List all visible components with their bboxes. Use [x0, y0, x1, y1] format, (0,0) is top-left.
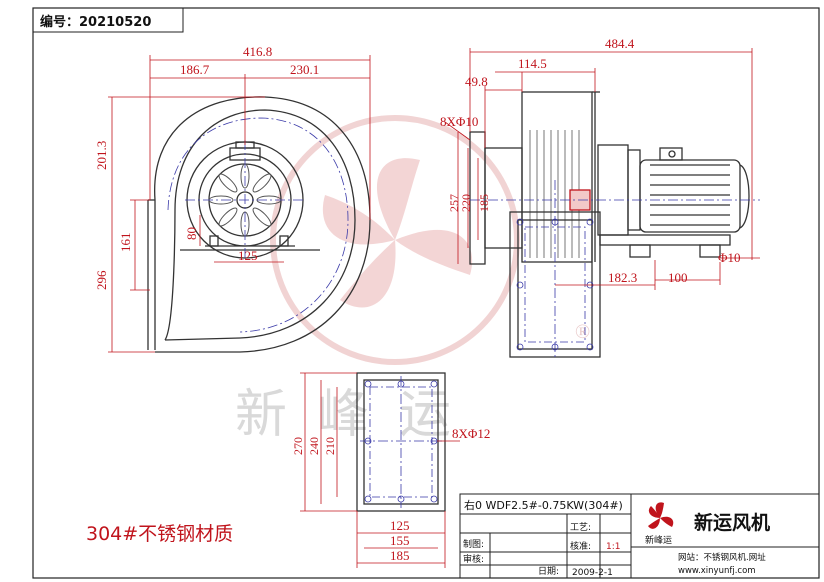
side-dimension-lines	[444, 48, 760, 290]
dim-side-257: 257	[447, 194, 461, 212]
dim-side-49: 49.8	[465, 74, 488, 89]
title-date: 2009-2-1	[572, 568, 613, 578]
dim-flange-155: 155	[390, 533, 410, 548]
dim-flange-185: 185	[390, 548, 410, 563]
dim-side-base-length: 182.3	[608, 270, 637, 285]
title-craft-label: 工艺:	[570, 522, 591, 533]
drawing-number: 编号：20210520	[40, 14, 151, 30]
company-name: 新运风机	[694, 511, 770, 534]
flange-dimension-lines	[300, 372, 460, 568]
dim-front-total-height: 296	[94, 270, 109, 290]
front-centerlines	[167, 117, 349, 333]
dim-flange-270: 270	[291, 437, 305, 455]
header-box	[32, 7, 184, 33]
company-website: www.xinyunfj.com	[678, 566, 756, 576]
dim-flange-125: 125	[390, 518, 410, 533]
company-brand: 新峰运	[645, 534, 672, 546]
dim-side-flange-holes: 8XΦ10	[440, 114, 478, 129]
dim-side-185: 185	[477, 194, 491, 212]
dim-front-right: 230.1	[290, 62, 319, 77]
dim-front-outlet: 161	[118, 233, 133, 253]
watermark-text: 新峰运	[235, 385, 481, 445]
dim-flange-240: 240	[307, 437, 321, 455]
dim-side-overall: 484.4	[605, 36, 635, 51]
flange-holes	[360, 376, 442, 508]
title-block	[459, 493, 820, 579]
title-checked-label: 审核:	[463, 553, 484, 565]
dim-front-inlet: 80	[184, 227, 199, 240]
title-approve-label: 核准:	[570, 540, 591, 552]
dim-side-hole: Φ10	[718, 250, 741, 265]
dim-front-left: 186.7	[180, 62, 210, 77]
dim-flange-holes: 8XΦ12	[452, 426, 490, 441]
title-model: 右0 WDF2.5#-0.75KW(304#)	[464, 498, 623, 512]
title-date-label: 日期:	[538, 566, 559, 577]
sheet-border	[32, 7, 820, 579]
registered-mark: ®	[575, 321, 590, 343]
dim-side-220: 220	[459, 194, 473, 212]
side-view	[469, 91, 750, 358]
dim-front-foot: 125	[238, 248, 258, 263]
dim-flange-210: 210	[323, 437, 337, 455]
title-scale: 1:1	[606, 542, 620, 552]
side-centerlines	[470, 180, 760, 360]
title-drawn-label: 制图:	[463, 538, 484, 550]
company-logo	[648, 502, 674, 529]
dim-side-114: 114.5	[518, 56, 547, 71]
dim-side-base-100: 100	[668, 270, 688, 285]
material-note: 304#不锈钢材质	[86, 523, 233, 545]
front-dimension-lines	[108, 55, 371, 353]
watermark-logo: ®	[270, 115, 590, 365]
dim-front-upper-height: 201.3	[94, 141, 109, 170]
company-website-label: 网站：不锈钢风机.网址	[678, 552, 766, 563]
dim-front-overall: 416.8	[243, 44, 272, 59]
